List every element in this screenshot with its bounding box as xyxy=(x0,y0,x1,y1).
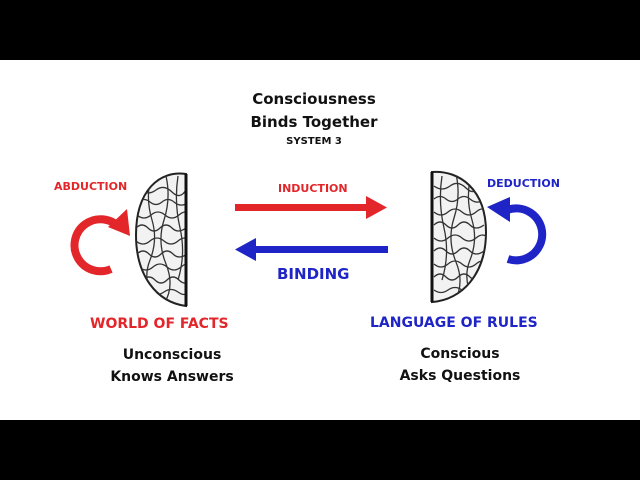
right-desc-line-1: Conscious xyxy=(420,346,500,362)
title-line-1: Consciousness xyxy=(252,90,376,108)
right-desc-line-2: Asks Questions xyxy=(399,368,521,384)
induction-arrow xyxy=(235,196,387,219)
induction-label: INDUCTION xyxy=(278,182,348,195)
abduction-loop-arrow xyxy=(70,209,130,276)
deduction-label: DEDUCTION xyxy=(487,177,560,190)
abduction-label: ABDUCTION xyxy=(54,180,128,193)
left-desc-line-1: Unconscious xyxy=(122,347,222,363)
brain-right-hemisphere-icon xyxy=(430,170,488,304)
diagram-graphics xyxy=(70,170,547,308)
title-line-2: Binds Together xyxy=(250,113,378,131)
left-desc-line-2: Knows Answers xyxy=(110,369,234,385)
brain-left-hemisphere-icon xyxy=(134,172,188,308)
world-of-facts-heading: WORLD OF FACTS xyxy=(90,316,229,332)
binding-label: BINDING xyxy=(277,265,350,283)
binding-arrow xyxy=(235,238,388,261)
deduction-loop-arrow xyxy=(487,197,547,265)
diagram-panel: Consciousness Binds Together SYSTEM 3 AB… xyxy=(0,60,640,420)
language-of-rules-heading: LANGUAGE OF RULES xyxy=(370,315,538,331)
subtitle: SYSTEM 3 xyxy=(286,136,342,147)
